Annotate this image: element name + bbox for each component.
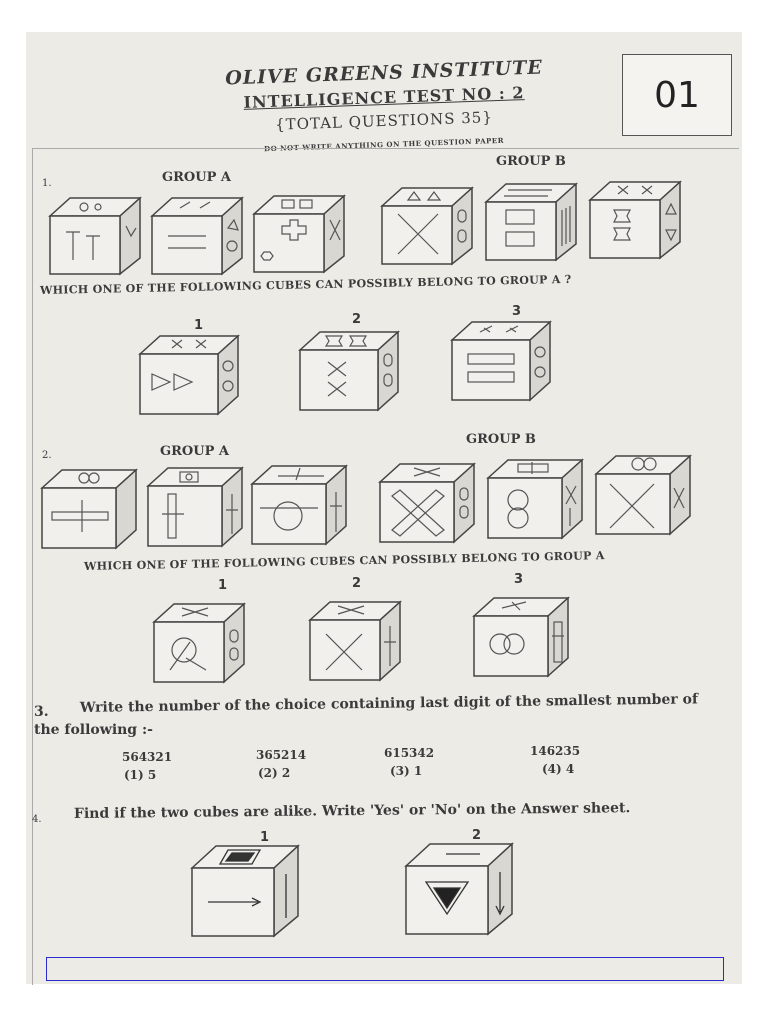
q1-option-1-label: 1: [194, 318, 204, 333]
q1-option-cube-1: [138, 334, 240, 416]
q1-group-b-cube-2: [484, 182, 578, 262]
q1-group-b-cube-3: [588, 180, 682, 260]
q2-group-a-cube-2: [146, 466, 244, 548]
q3-number: 3.: [34, 704, 49, 720]
q4-cube-2: [404, 842, 514, 936]
q1-number: 1.: [42, 178, 52, 189]
page-number-box: 01: [622, 54, 732, 136]
q3-number-4: 146235: [530, 744, 581, 758]
q2-group-b-cube-2: [486, 458, 584, 540]
q3-choice-2: (2) 2: [258, 766, 291, 780]
q3-number-2: 365214: [256, 748, 307, 762]
q1-option-3-label: 3: [512, 304, 522, 319]
q3-choice-3: (3) 1: [390, 764, 423, 778]
q1-option-cube-2: [298, 330, 400, 412]
q2-group-a-cube-1: [40, 468, 138, 550]
q2-group-a-cube-3: [250, 464, 348, 546]
content-frame: [32, 148, 739, 985]
q1-group-b-label: GROUP B: [496, 154, 566, 169]
q1-option-2-label: 2: [352, 312, 362, 327]
q3-number-3: 615342: [384, 746, 435, 760]
q4-number: 4.: [32, 814, 42, 825]
q3-text-line-2: the following :-: [34, 722, 153, 738]
answer-box: [46, 957, 724, 981]
q3-choice-4: (4) 4: [542, 762, 575, 776]
q2-option-cube-3: [472, 596, 570, 678]
q4-option-2-label: 2: [472, 828, 482, 843]
q1-group-a-label: GROUP A: [162, 170, 231, 185]
q2-group-a-label: GROUP A: [160, 444, 229, 459]
q2-option-1-label: 1: [218, 578, 228, 593]
q1-group-a-cube-2: [150, 196, 244, 276]
q2-group-b-label: GROUP B: [466, 432, 536, 447]
q1-option-cube-3: [450, 320, 552, 402]
q2-option-3-label: 3: [514, 572, 524, 587]
q2-group-b-cube-3: [594, 454, 692, 536]
q2-number: 2.: [42, 450, 52, 461]
q4-cube-1: [190, 844, 300, 938]
q1-group-a-cube-3: [252, 194, 346, 274]
q1-group-a-cube-1: [48, 196, 142, 276]
q4-option-1-label: 1: [260, 830, 270, 845]
q2-group-b-cube-1: [378, 462, 476, 544]
q2-option-cube-1: [152, 602, 246, 684]
q3-number-1: 564321: [122, 750, 173, 764]
q1-group-b-cube-1: [380, 186, 474, 266]
q2-option-cube-2: [308, 600, 402, 682]
page-number: 01: [654, 74, 700, 116]
q2-option-2-label: 2: [352, 576, 362, 591]
q3-choice-1: (1) 5: [124, 768, 157, 782]
